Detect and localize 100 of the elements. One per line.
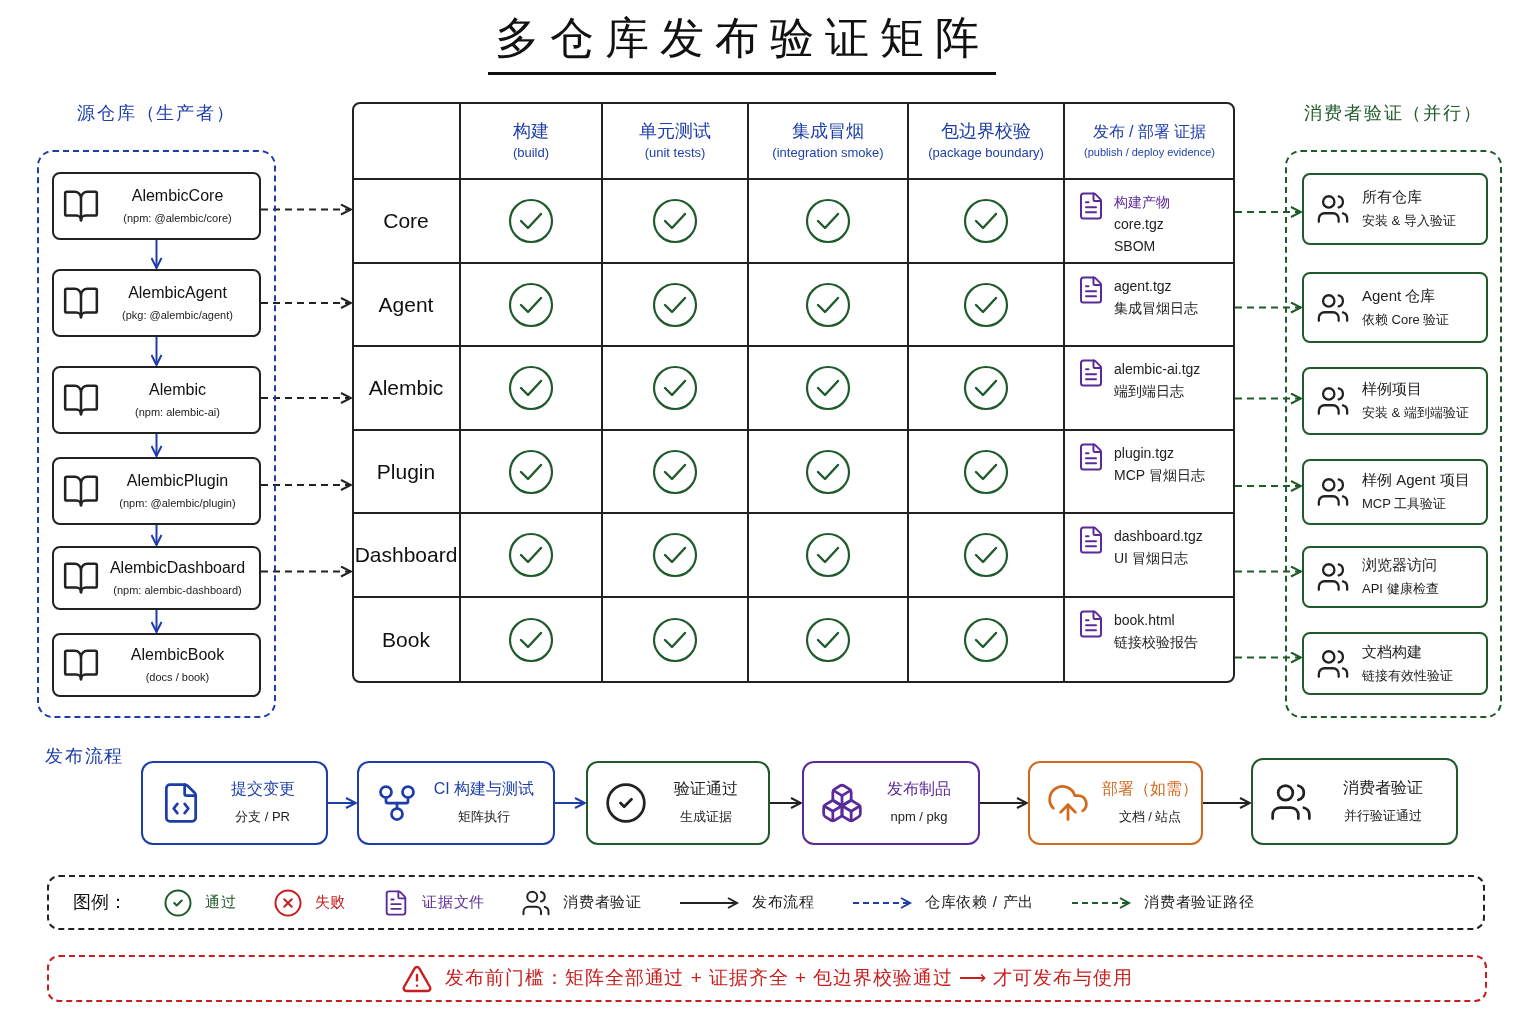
package-name: (npm: alembic-dashboard) <box>113 583 242 598</box>
package-name: (npm: @alembic/core) <box>123 211 232 226</box>
arrow <box>260 565 352 578</box>
arrow <box>150 609 163 633</box>
arrow <box>1234 651 1302 664</box>
column-subheader: (package boundary) <box>928 143 1044 162</box>
consumer-detail: 依赖 Core 验证 <box>1362 310 1450 329</box>
repo-box <box>52 457 261 525</box>
package-name: (npm: @alembic/plugin) <box>119 496 236 511</box>
step-title: 验证通过 <box>674 779 738 799</box>
column-header: 单元测试 <box>639 119 711 143</box>
evidence-text: 集成冒烟日志 <box>1114 299 1198 318</box>
arrow <box>260 392 352 404</box>
column-header: 包边界校验 <box>941 119 1031 143</box>
consumer-title: 文档构建 <box>1362 641 1423 662</box>
step-title: 消费者验证 <box>1342 777 1423 798</box>
column-subheader: (integration smoke) <box>772 143 884 162</box>
consumer-detail: API 健康检查 <box>1362 580 1439 598</box>
flow-step-box <box>357 761 555 845</box>
consumer-title: 样例 Agent 项目 <box>1362 470 1470 490</box>
consumer-box <box>1302 272 1488 343</box>
arrow <box>1234 565 1302 578</box>
column-subheader: (unit tests) <box>644 143 706 162</box>
evidence-text: MCP 冒烟日志 <box>1114 466 1205 485</box>
package-name: (npm: alembic-ai) <box>135 405 220 420</box>
arrow <box>327 797 357 809</box>
repo-name: AlembicPlugin <box>126 471 229 491</box>
arrow <box>1234 480 1302 492</box>
arrow <box>769 797 802 809</box>
section-heading: 发布流程 <box>45 745 125 768</box>
repo-name: Alembic <box>149 380 206 400</box>
flow-step-box <box>802 761 980 845</box>
consumer-box <box>1302 173 1488 245</box>
evidence-text: core.tgz <box>1114 215 1165 234</box>
step-title: 发布制品 <box>887 779 951 799</box>
evidence-text: 链接校验报告 <box>1114 633 1198 652</box>
column-header: 集成冒烟 <box>792 119 864 143</box>
evidence-text: book.html <box>1114 611 1176 630</box>
arrow <box>150 336 163 366</box>
consumer-box <box>1302 459 1488 525</box>
package-name: (pkg: @alembic/agent) <box>122 308 233 323</box>
step-title: 提交变更 <box>230 779 295 799</box>
repo-name: AlembicCore <box>131 186 224 206</box>
consumer-detail: 安装 & 导入验证 <box>1362 212 1456 230</box>
legend-label: 消费者验证 <box>563 892 642 913</box>
column-header: 发布 / 部署 证据 <box>1091 122 1208 143</box>
repo-name: AlembicBook <box>130 645 225 665</box>
arrow <box>1234 206 1302 218</box>
group-heading: 源仓库（生产者） <box>76 102 237 125</box>
column-subheader: (build) <box>512 143 550 162</box>
evidence-text: SBOM <box>1114 237 1157 256</box>
evidence-text: agent.tgz <box>1114 277 1173 296</box>
step-detail: 生成证据 <box>680 808 732 826</box>
step-detail: npm / pkg <box>890 808 948 826</box>
evidence-text: 端到端日志 <box>1114 382 1185 401</box>
legend-label: 失败 <box>314 892 346 913</box>
row-header: Plugin <box>376 458 436 485</box>
repo-box <box>52 269 261 337</box>
consumer-title: 浏览器访问 <box>1362 555 1438 575</box>
consumer-box <box>1302 632 1488 695</box>
consumer-box <box>1302 546 1488 608</box>
repo-name: AlembicAgent <box>128 283 227 303</box>
consumer-detail: 安装 & 端到端验证 <box>1362 404 1469 422</box>
arrow <box>150 524 163 546</box>
row-header: Core <box>383 208 429 235</box>
flow-step-box <box>1251 758 1458 845</box>
flow-step-box <box>141 761 328 845</box>
arrow <box>150 239 163 269</box>
evidence-text: plugin.tgz <box>1114 444 1175 463</box>
title: 多仓库发布验证矩阵 <box>494 12 990 64</box>
evidence-text: 构建产物 <box>1114 193 1170 212</box>
step-detail: 分支 / PR <box>235 808 290 826</box>
row-header: Agent <box>378 291 434 318</box>
legend-label: 发布流程 <box>751 892 815 913</box>
arrow <box>979 797 1028 809</box>
arrow <box>260 297 352 309</box>
repo-box <box>52 172 261 240</box>
column-header: 构建 <box>513 119 549 143</box>
column-subheader: (publish / deploy evidence) <box>1084 145 1215 161</box>
step-title: CI 构建与测试 <box>433 779 535 799</box>
repo-name: AlembicDashboard <box>109 558 246 578</box>
consumer-title: 所有仓库 <box>1362 187 1423 207</box>
flow-step-box <box>1028 761 1203 845</box>
arrow <box>554 797 586 809</box>
consumer-box <box>1302 367 1488 435</box>
group-heading: 消费者验证（并行） <box>1303 102 1484 125</box>
repo-box <box>52 633 261 697</box>
evidence-text: dashboard.tgz <box>1114 527 1203 546</box>
consumer-title: Agent 仓库 <box>1362 285 1437 306</box>
evidence-text: alembic-ai.tgz <box>1114 360 1201 379</box>
legend-label: 仓库依赖 / 产出 <box>924 892 1034 913</box>
legend-title: 图例： <box>73 891 127 914</box>
consumer-detail: MCP 工具验证 <box>1362 495 1448 513</box>
repo-box <box>52 546 261 610</box>
step-detail: 文档 / 站点 <box>1118 808 1182 826</box>
repo-box <box>52 366 261 434</box>
legend-label: 证据文件 <box>422 892 485 913</box>
legend-label: 通过 <box>205 892 237 913</box>
arrow <box>1234 392 1302 405</box>
step-detail: 矩阵执行 <box>458 808 510 826</box>
